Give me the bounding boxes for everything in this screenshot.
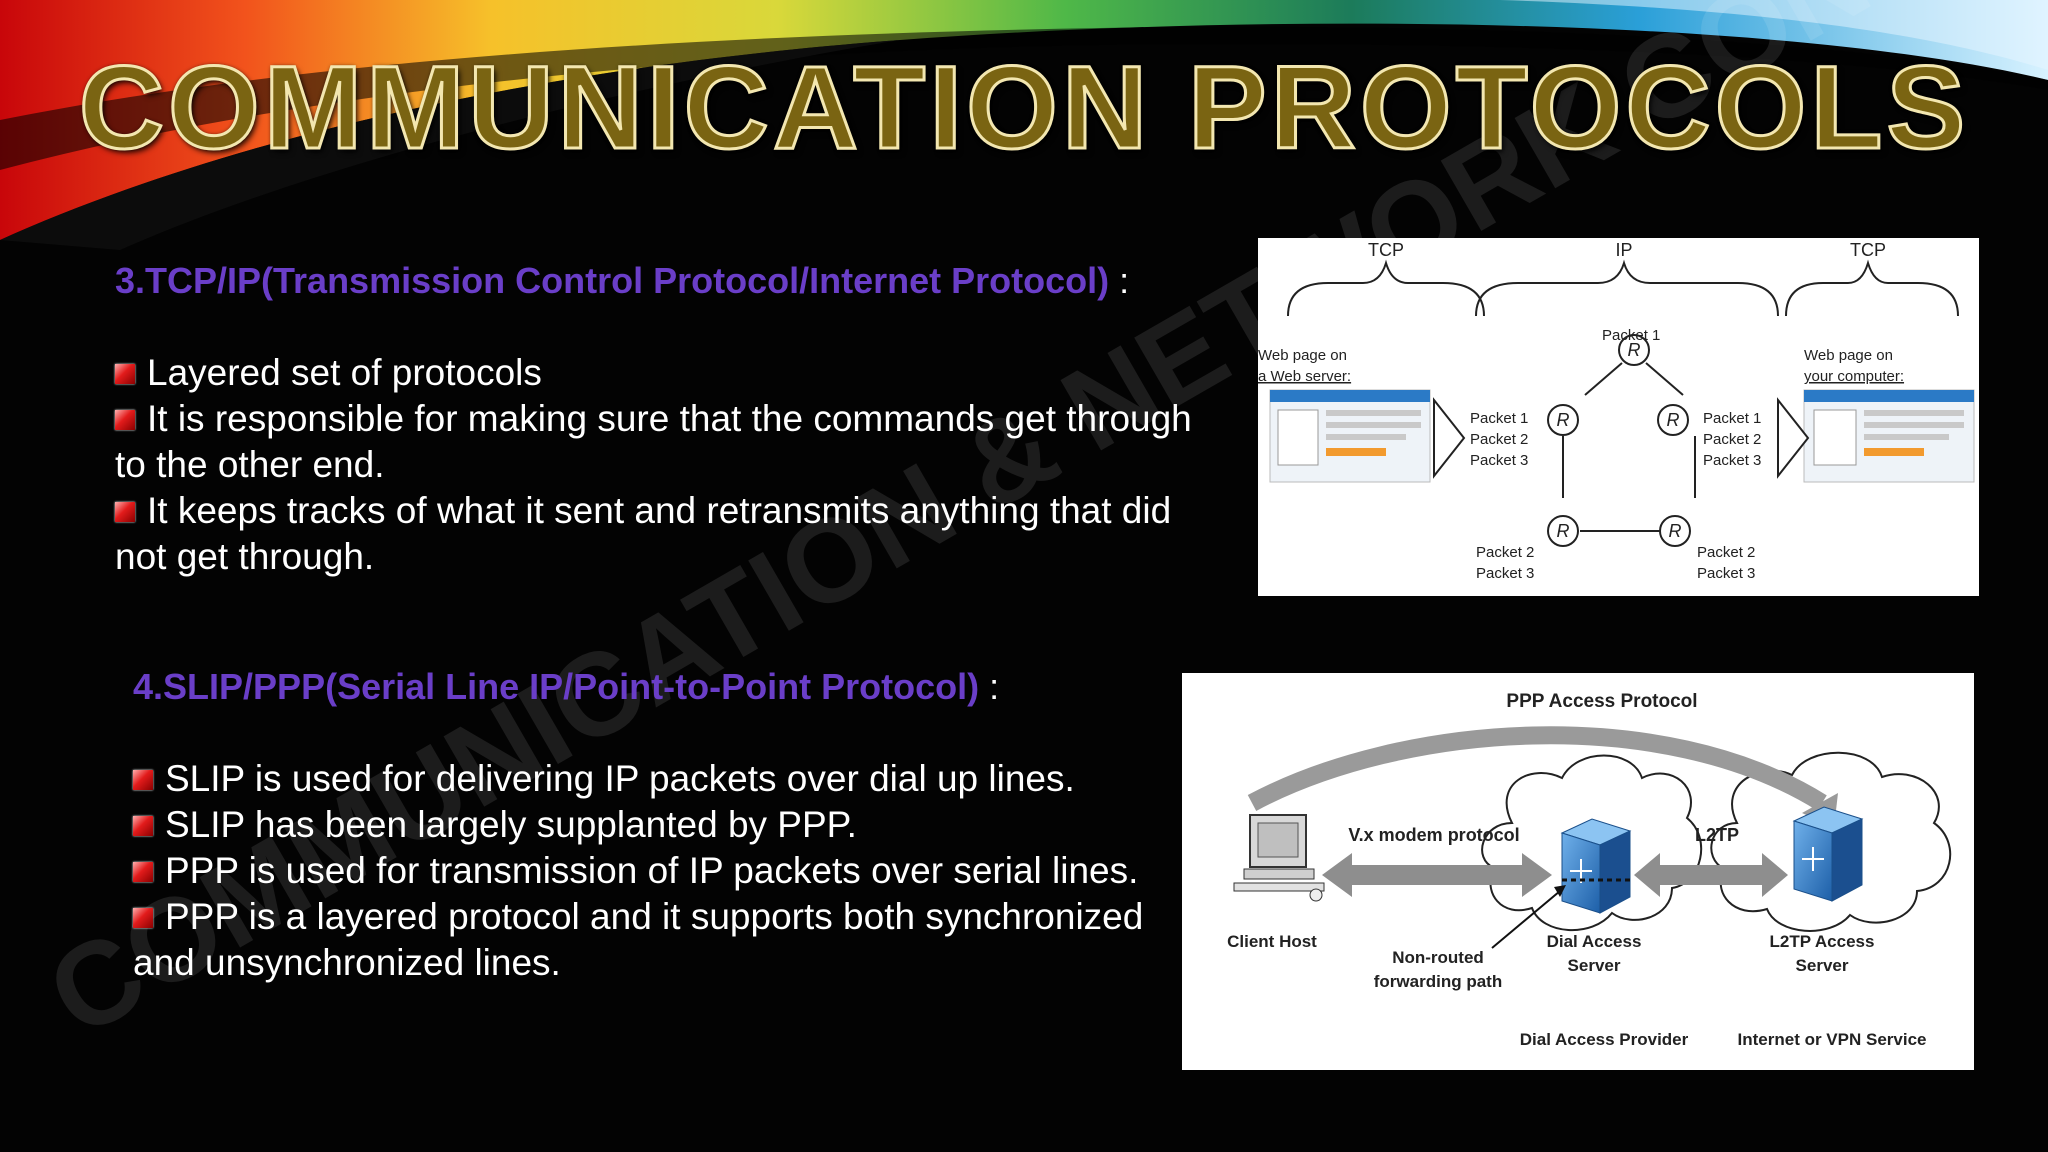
nonrouted-pointer [1491,890,1561,949]
router-label: R [1628,340,1641,360]
nonrouted-label-line2: forwarding path [1374,972,1502,991]
bullet-item: Layered set of protocols [115,350,1245,396]
ppp-diagram-svg: PPP Access Protocol V.x modem protocol L… [1227,691,1952,1049]
l2tp-double-arrow [1634,853,1788,897]
bullet-text: It keeps tracks of what it sent and retr… [147,490,1172,531]
ip-brace [1475,259,1779,317]
tcpip-heading-text: 3.TCP/IP(Transmission Control Protocol/I… [115,260,1110,301]
ppp-access-arc [1247,726,1827,811]
client-host-icon [1233,814,1325,902]
server-label-line1: Web page on [1258,347,1347,364]
dial-access-server-label-line1: Dial Access [1547,932,1642,951]
arrow-right-icon [1777,397,1810,479]
bullet-item: It is responsible for making sure that t… [115,396,1245,442]
router-label: R [1667,410,1680,430]
bullet-icon [133,862,153,882]
bullet-text: SLIP has been largely supplanted by PPP. [165,804,857,845]
bullet-continuation: to the other end. [115,444,385,485]
packet-label: Packet 2 [1470,431,1528,448]
l2tp-access-server-icon [1792,806,1864,902]
bullet-item: SLIP is used for delivering IP packets o… [133,756,1193,802]
modem-double-arrow [1322,853,1552,897]
bullet-continuation: not get through. [115,536,375,577]
packet-label: Packet 1 [1602,327,1660,344]
web-server-page-icon [1269,389,1431,483]
tcpip-section: 3.TCP/IP(Transmission Control Protocol/I… [115,258,1245,580]
bullet-item: SLIP has been largely supplanted by PPP. [133,802,1193,848]
your-computer-page-icon [1803,389,1975,483]
bullet-text: Layered set of protocols [147,352,542,393]
tcpip-diagram-svg: TCP IP TCP Web page on a Web server: Web… [1258,240,1975,582]
bullet-item: PPP is used for transmission of IP packe… [133,848,1193,894]
bullet-text: SLIP is used for delivering IP packets o… [165,758,1075,799]
packet-label: Packet 3 [1697,565,1755,582]
client-host-label: Client Host [1227,932,1317,951]
ppp-diagram: PPP Access Protocol V.x modem protocol L… [1182,673,1974,1070]
dial-access-server-icon [1560,818,1632,914]
ppp-access-protocol-label: PPP Access Protocol [1506,691,1697,712]
blank-line [115,304,1245,350]
internet-vpn-service-label: Internet or VPN Service [1738,1030,1927,1049]
router-links [1562,362,1696,532]
slipppp-heading: 4.SLIP/PPP(Serial Line IP/Point-to-Point… [133,664,1193,710]
router-icon [1657,404,1689,436]
tcp-left-label: TCP [1368,240,1404,260]
modem-protocol-label: V.x modem protocol [1348,825,1519,845]
bullet-icon [115,364,135,384]
router-label: R [1669,521,1682,541]
arrow-right-icon [1433,397,1466,479]
packet-label: Packet 3 [1470,452,1528,469]
bullet-icon [133,908,153,928]
router-icon [1618,334,1650,366]
rainbow-banner [0,0,2048,250]
tcpip-heading: 3.TCP/IP(Transmission Control Protocol/I… [115,258,1245,304]
packet-label: Packet 1 [1703,410,1761,427]
packet-label: Packet 1 [1470,410,1528,427]
computer-label-line2: your computer: [1804,368,1904,385]
packet-label: Packet 2 [1703,431,1761,448]
l2tp-access-server-label-line2: Server [1796,956,1849,975]
ip-label: IP [1615,240,1632,260]
heading-colon: : [979,666,1000,707]
l2tp-label: L2TP [1695,825,1739,845]
bullet-item: PPP is a layered protocol and it support… [133,894,1193,940]
dial-access-provider-label: Dial Access Provider [1520,1030,1689,1049]
bullet-item: It keeps tracks of what it sent and retr… [115,488,1245,534]
dial-access-server-label-line2: Server [1568,956,1621,975]
l2tp-access-server-label-line1: L2TP Access [1770,932,1875,951]
slide-title: COMMUNICATION PROTOCOLS [77,41,1970,176]
tcpip-diagram: TCP IP TCP Web page on a Web server: Web… [1258,238,1979,596]
bullet-text: PPP is used for transmission of IP packe… [165,850,1139,891]
router-icon [1659,515,1691,547]
tcp-left-brace [1287,259,1485,317]
router-label: R [1557,521,1570,541]
bullet-text: It is responsible for making sure that t… [147,398,1192,439]
blank-line [133,710,1193,756]
bullet-icon [115,502,135,522]
packet-label: Packet 2 [1697,544,1755,561]
router-label: R [1557,410,1570,430]
computer-label-line1: Web page on [1804,347,1893,364]
packet-label: Packet 2 [1476,544,1534,561]
router-icon [1547,404,1579,436]
bullet-icon [133,770,153,790]
packet-label: Packet 3 [1703,452,1761,469]
router-icon [1547,515,1579,547]
bullet-continuation: and unsynchronized lines. [133,942,561,983]
slipppp-section: 4.SLIP/PPP(Serial Line IP/Point-to-Point… [133,664,1193,986]
packet-label: Packet 3 [1476,565,1534,582]
bullet-icon [133,816,153,836]
pointer-arrowhead-icon [1554,885,1566,897]
heading-colon: : [1109,260,1130,301]
nonrouted-label-line1: Non-routed [1392,948,1484,967]
slipppp-heading-text: 4.SLIP/PPP(Serial Line IP/Point-to-Point… [133,666,980,707]
server-label-line2: a Web server: [1258,368,1351,385]
bullet-icon [115,410,135,430]
bullet-text: PPP is a layered protocol and it support… [165,896,1144,937]
tcp-right-brace [1785,259,1959,317]
tcp-right-label: TCP [1850,240,1886,260]
